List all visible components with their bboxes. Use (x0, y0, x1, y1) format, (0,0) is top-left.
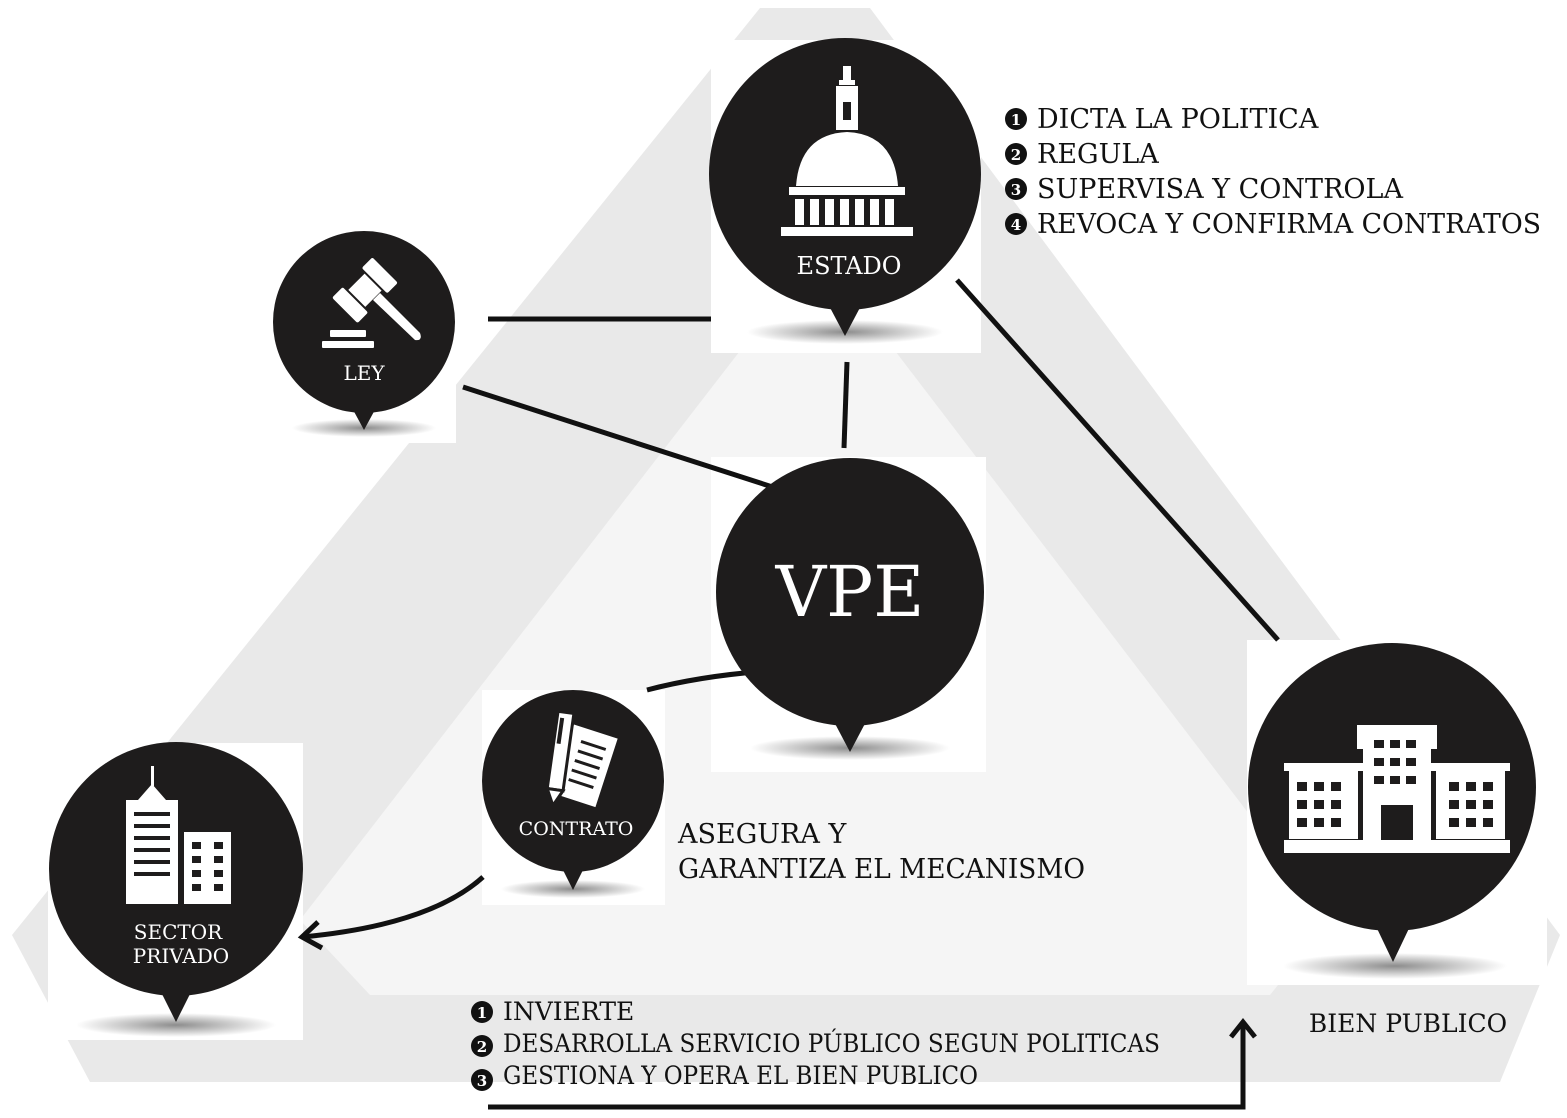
number-badge-text: 3 (477, 1072, 487, 1090)
sector-privado-shadow (76, 1013, 276, 1037)
vpe-label: VPE (775, 551, 925, 633)
ley-pin: LEY (273, 231, 455, 437)
public-building-icon (1284, 725, 1510, 853)
number-badge-text: 2 (1011, 146, 1021, 164)
bien-publico-pointer (1373, 920, 1413, 962)
number-badge-text: 3 (1011, 181, 1021, 199)
estado-pin: ESTADO (709, 38, 981, 344)
number-badge (471, 1069, 493, 1091)
number-badge (1005, 213, 1027, 235)
sector-privado-pin: SECTOR PRIVADO (49, 742, 303, 1037)
estado-role-item: 3 SUPERVISA Y CONTROLA (1005, 174, 1403, 205)
vpe-circle (716, 458, 984, 726)
role-text: SUPERVISA Y CONTROLA (1037, 174, 1403, 205)
capitol-dome-icon (781, 66, 913, 236)
gavel-icon (322, 258, 421, 348)
ley-pointer (351, 406, 377, 430)
number-badge (1005, 108, 1027, 130)
role-text: DICTA LA POLITICA (1037, 104, 1319, 135)
bien-publico-label: BIEN PUBLICO (1309, 1009, 1507, 1038)
estado-role-item: 1 DICTA LA POLITICA (1005, 104, 1319, 135)
contrato-label: CONTRATO (519, 818, 634, 840)
ley-vpe-line (462, 384, 789, 495)
sector-bien-publico-arrow-line (488, 1022, 1246, 1110)
role-text: INVIERTE (503, 997, 634, 1026)
contrato-note-line2: GARANTIZA EL MECANISMO (678, 854, 1085, 885)
sector-role-item: 1 INVIERTE (471, 997, 634, 1026)
estado-bien-publico-line (955, 278, 1280, 642)
ley-label: LEY (343, 361, 385, 385)
contrato-note: ASEGURA Y GARANTIZA EL MECANISMO (677, 819, 1085, 885)
estado-role-item: 2 REGULA (1005, 139, 1159, 170)
connectors (297, 278, 1280, 1110)
city-buildings-icon (126, 766, 231, 904)
contrato-pin: CONTRATO (482, 690, 664, 898)
estado-vpe-line (841, 361, 850, 449)
number-badge-text: 2 (477, 1038, 487, 1056)
number-badge (471, 1001, 493, 1023)
bien-publico-shadow (1283, 953, 1507, 979)
estado-role-item: 4 REVOCA Y CONFIRMA CONTRATOS (1005, 209, 1541, 240)
sector-privado-label-line1: SECTOR (134, 920, 223, 944)
vpe-pin: VPE (716, 458, 984, 760)
role-text: REGULA (1037, 139, 1159, 170)
bien-publico-pin: BIEN PUBLICO (1248, 643, 1536, 1038)
contrato-sector-arrowhead (297, 920, 324, 951)
number-badge (1005, 143, 1027, 165)
vpe-pointer (831, 716, 869, 752)
ley-circle (273, 231, 455, 413)
number-badge-text: 4 (1011, 216, 1021, 234)
contrato-note-line1: ASEGURA Y (677, 819, 847, 850)
sector-privado-label-line2: PRIVADO (133, 944, 229, 968)
estado-label: ESTADO (797, 252, 902, 280)
number-badge-text: 1 (1011, 111, 1021, 129)
estado-pointer (826, 300, 864, 336)
sector-role-item: 2 DESARROLLA SERVICIO PÚBLICO SEGUN POLI… (471, 1029, 1160, 1058)
contrato-sector-arrow-line (301, 875, 485, 940)
sector-privado-pointer (158, 986, 194, 1022)
contrato-pointer (560, 864, 586, 890)
role-text: DESARROLLA SERVICIO PÚBLICO SEGUN POLITI… (503, 1029, 1160, 1058)
role-text: GESTIONA Y OPERA EL BIEN PUBLICO (503, 1061, 978, 1090)
role-text: REVOCA Y CONFIRMA CONTRATOS (1037, 209, 1541, 240)
sector-role-item: 3 GESTIONA Y OPERA EL BIEN PUBLICO (471, 1061, 978, 1091)
contract-pen-icon (545, 709, 618, 809)
estado-roles-list: 1 DICTA LA POLITICA 2 REGULA 3 SUPERVISA… (1005, 104, 1541, 240)
number-badge (1005, 178, 1027, 200)
number-badge (471, 1035, 493, 1057)
number-badge-text: 1 (477, 1004, 487, 1022)
sector-bien-publico-arrowhead (1229, 1017, 1257, 1039)
sector-roles-list: 1 INVIERTE 2 DESARROLLA SERVICIO PÚBLICO… (471, 997, 1160, 1091)
